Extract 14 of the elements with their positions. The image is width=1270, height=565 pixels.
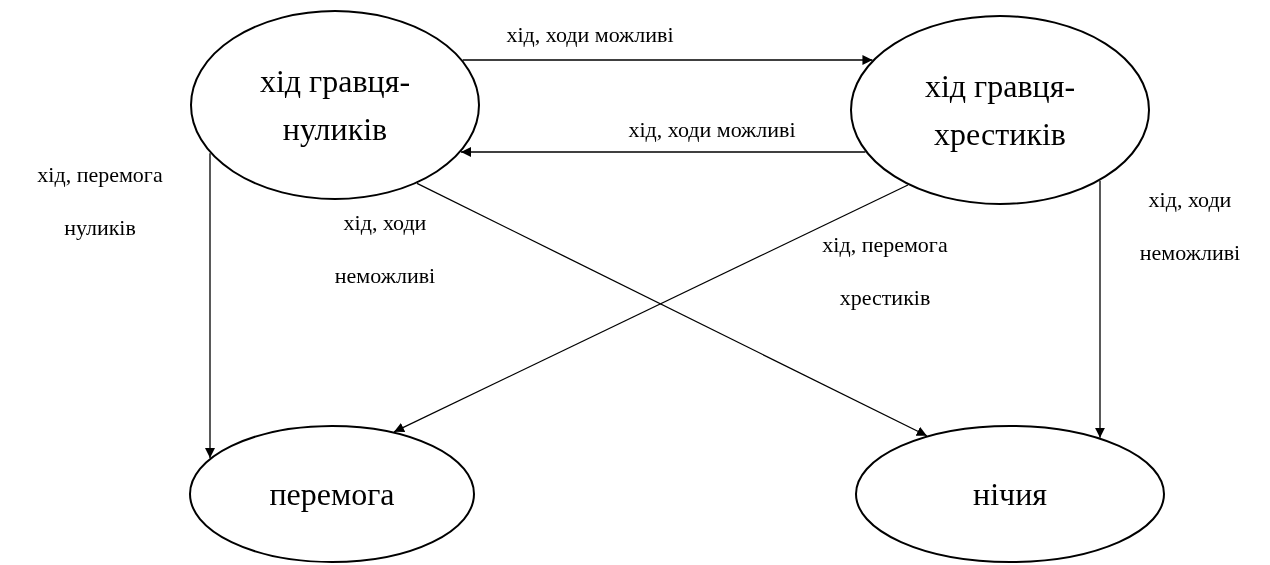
edge-label: хід, ходи неможливі bbox=[333, 209, 437, 290]
transition-arrow bbox=[205, 152, 215, 459]
state-label: перемога bbox=[268, 475, 396, 514]
edge-label: хід, ходи можливі bbox=[505, 20, 675, 49]
state-label: нічия bbox=[972, 475, 1048, 514]
edge-label: хід, перемога хрестиків bbox=[821, 231, 949, 312]
transition-arrow bbox=[462, 55, 874, 65]
state-label: хід гравця-хрестиків bbox=[923, 67, 1077, 154]
transition-arrow bbox=[1095, 180, 1105, 439]
edge-label: хід, перемога нуликів bbox=[36, 161, 164, 242]
transition-arrow bbox=[460, 147, 867, 157]
edge-label: хід, ходи можливі bbox=[627, 115, 797, 144]
edge-label: хід, ходи неможливі bbox=[1138, 186, 1242, 267]
state-label: хід гравця-нуликів bbox=[258, 62, 412, 149]
